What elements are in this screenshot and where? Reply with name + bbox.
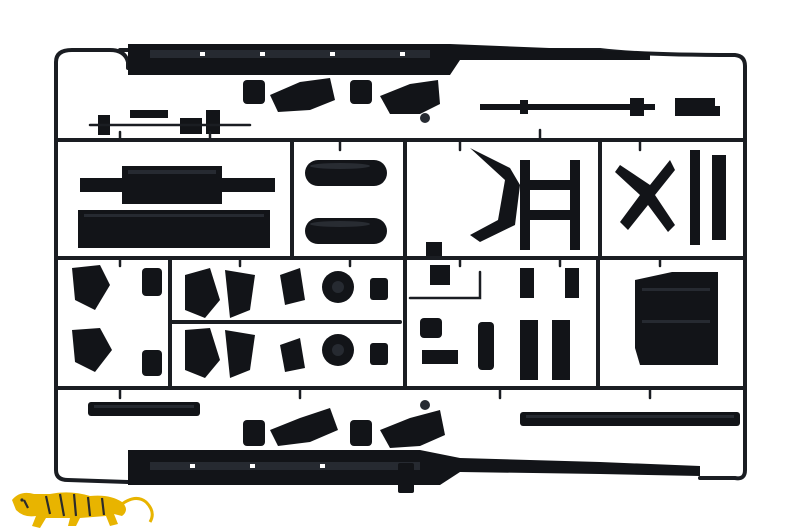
tiger-tail — [121, 497, 154, 523]
side-panel-lower — [78, 210, 270, 248]
spring-hanger-top-left — [243, 78, 440, 123]
side-panel-upper — [80, 166, 275, 204]
sprue-gates — [118, 128, 662, 400]
air-tank-lower — [305, 218, 387, 244]
axle-beam-top-right — [480, 98, 720, 116]
tiger-eye — [20, 498, 24, 502]
leaf-spring-set — [185, 268, 305, 378]
small-brackets-row — [88, 110, 252, 135]
exhaust-bar-lower-left — [88, 402, 200, 416]
tiger-icon — [12, 492, 154, 528]
wheel-hub-lower — [322, 334, 354, 366]
chassis-rail-top — [128, 44, 650, 75]
small-parts-center — [408, 265, 579, 380]
drive-shaft-lower-right — [520, 412, 740, 426]
spring-hanger-bottom — [243, 400, 445, 448]
chassis-rail-bottom — [128, 450, 700, 493]
hub-caps — [370, 278, 388, 365]
sprue-frame — [54, 48, 747, 484]
wheel-hub-upper — [322, 271, 354, 303]
cross-member-center — [426, 148, 580, 256]
shock-brackets-left — [72, 265, 162, 376]
cross-member-right — [615, 150, 726, 245]
battery-box — [635, 272, 718, 365]
tiger-body — [12, 492, 126, 528]
air-tank-upper — [305, 160, 387, 186]
tiger-stripes — [23, 493, 106, 517]
